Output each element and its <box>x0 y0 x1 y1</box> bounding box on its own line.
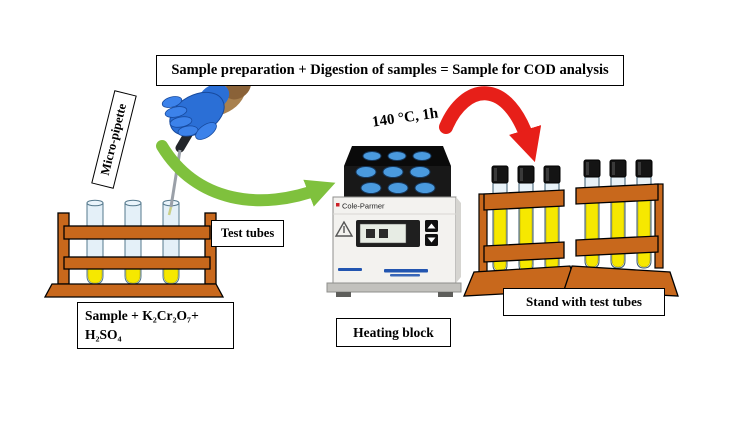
glove-finger <box>177 125 199 137</box>
test-tube <box>162 199 180 285</box>
display-digit <box>379 229 388 238</box>
title-text: Sample preparation + Digestion of sample… <box>171 62 609 78</box>
sample-wells <box>355 151 436 194</box>
device-model-text2 <box>390 274 420 277</box>
rack-base <box>43 283 225 298</box>
heating-block-label: Heating block <box>336 318 451 347</box>
device-base <box>326 282 462 293</box>
device-brand: Cole-Parmer <box>342 202 385 211</box>
heating-block-label-text: Heating block <box>353 324 434 340</box>
stand-rail-bottom-right <box>575 235 659 257</box>
micropipette-graphic <box>161 74 251 216</box>
device-small-text <box>338 268 362 271</box>
title-box: Sample preparation + Digestion of sample… <box>156 55 624 86</box>
sample-label: Sample + K₂Cr₂O₇+ H₂SO₄ <box>77 302 234 349</box>
stand-post-right <box>654 183 664 269</box>
right-stand <box>463 159 679 297</box>
down-arrow-icon <box>427 237 436 243</box>
stand-rail-bottom-left <box>483 241 565 263</box>
sample-formula-line1: Sample + K₂Cr₂O₇+ <box>85 308 199 324</box>
cap-highlight <box>520 168 523 181</box>
green-arrow <box>156 140 336 207</box>
device-body-side <box>456 197 461 283</box>
stand-rail-top-left <box>483 189 565 211</box>
red-arrow <box>439 86 542 163</box>
glove-finger <box>161 96 183 108</box>
cap-highlight <box>494 168 497 181</box>
device-foot <box>438 292 453 297</box>
brand-logo <box>336 203 340 207</box>
cap-highlight <box>586 162 589 175</box>
cap-highlight <box>546 168 549 181</box>
glove-thumb <box>195 122 217 140</box>
stand-label: Stand with test tubes <box>503 288 665 316</box>
heating-block-device: Cole-Parmer <box>326 146 462 297</box>
tube-rim <box>124 199 142 207</box>
left-test-tube-rack <box>43 199 225 298</box>
rack-rail-top <box>63 225 211 240</box>
up-arrow-icon <box>427 223 436 229</box>
cap-highlight <box>612 162 615 175</box>
pipette-tip-end <box>167 206 173 216</box>
stand-rail-top-right <box>575 183 659 205</box>
test-tubes-label: Test tubes <box>211 220 284 247</box>
rack-rail-bottom <box>63 256 211 270</box>
glove-finger <box>169 116 193 128</box>
display-digit <box>366 229 375 238</box>
tube-liquid <box>637 189 651 268</box>
stand-label-text: Stand with test tubes <box>526 294 642 309</box>
test-tube <box>86 199 104 285</box>
cap-highlight <box>638 162 641 175</box>
test-tubes-label-text: Test tubes <box>220 226 275 240</box>
test-tube <box>124 199 142 285</box>
device-model-text <box>384 269 428 273</box>
device-foot <box>336 292 351 297</box>
glove-finger <box>164 106 188 118</box>
rack-post-left <box>57 212 70 285</box>
sample-formula-line2: H₂SO₄ <box>85 326 122 342</box>
tube-rim <box>86 199 104 207</box>
warning-icon <box>334 220 354 237</box>
